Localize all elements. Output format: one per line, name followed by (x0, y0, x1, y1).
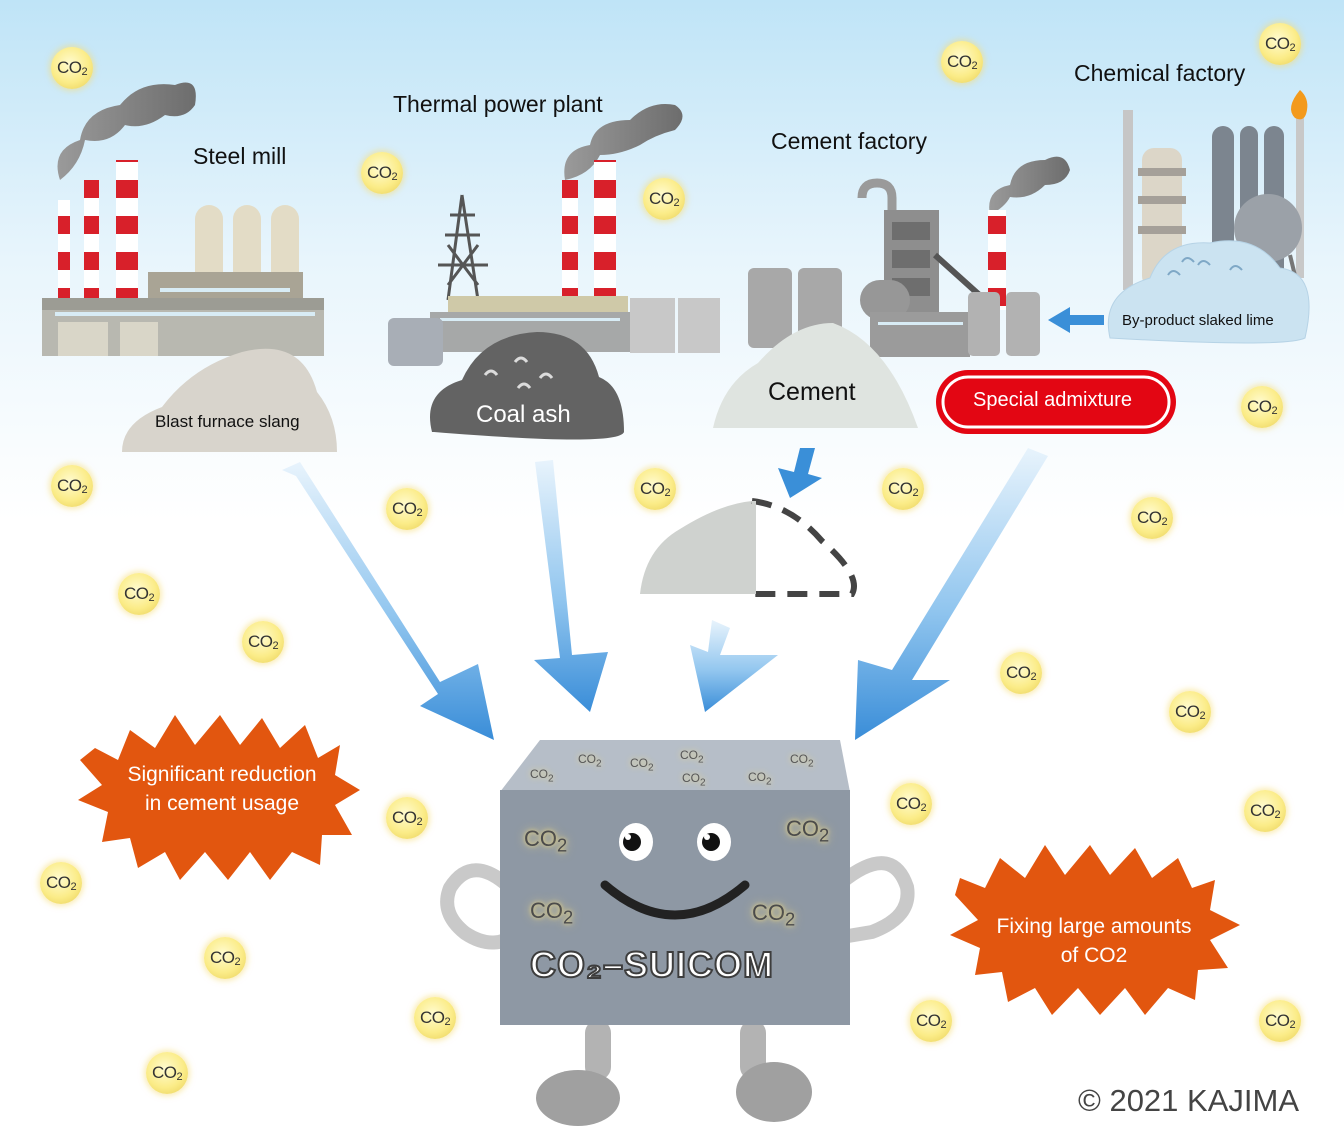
co2-bubble: CO2 (941, 41, 983, 83)
block-top-face (500, 740, 850, 792)
thermal-power-plant-illustration (388, 104, 720, 366)
cement-label: Cement (768, 378, 856, 406)
top-co2-mark: CO2 (578, 752, 602, 770)
mascot-smile (600, 880, 750, 920)
co2-bubble: CO2 (1169, 691, 1211, 733)
co2-bubble: CO2 (118, 573, 160, 615)
mascot-left-arm (440, 863, 527, 950)
top-co2-mark: CO2 (790, 752, 814, 770)
top-co2-mark: CO2 (748, 770, 772, 788)
cement-factory-label: Cement factory (771, 128, 927, 154)
special-admixture-badge (936, 370, 1176, 434)
co2-bubble: CO2 (1000, 652, 1042, 694)
co2-bubble: CO2 (1131, 497, 1173, 539)
co2-bubble: CO2 (386, 488, 428, 530)
co2-bubble: CO2 (882, 468, 924, 510)
co2-bubble: CO2 (910, 1000, 952, 1042)
co2-bubble: CO2 (634, 468, 676, 510)
arrow-cement-to-half (778, 448, 822, 498)
co2-bubble: CO2 (643, 178, 685, 220)
reduced-cement-pile (640, 501, 752, 594)
top-co2-mark: CO2 (680, 748, 704, 766)
copyright-text: © 2021 KAJIMA (1078, 1083, 1299, 1118)
cement-pile (713, 323, 918, 428)
slaked-lime-pile (1107, 240, 1310, 344)
reduction-benefit-text: Significant reduction in cement usage (112, 760, 332, 818)
steel-mill-illustration (42, 82, 324, 356)
co2-bubble: CO2 (1259, 23, 1301, 65)
block-front-face (500, 790, 850, 1025)
arrow-admixture-to-block (855, 448, 1048, 740)
co2-bubble: CO2 (361, 152, 403, 194)
arrow-half-to-block (690, 620, 778, 712)
co2-bubble: CO2 (204, 937, 246, 979)
reduction-burst (78, 715, 360, 880)
steel-mill-label: Steel mill (193, 143, 287, 169)
front-co2-mark: CO2 (752, 900, 796, 930)
reduction-line-2: in cement usage (144, 792, 300, 815)
co2-bubble: CO2 (40, 862, 82, 904)
co2-bubble: CO2 (51, 465, 93, 507)
cement-factory-illustration (748, 156, 1070, 357)
co2-bubble: CO2 (242, 621, 284, 663)
top-co2-mark: CO2 (682, 771, 706, 789)
front-co2-mark: CO2 (530, 898, 574, 928)
mascot-right-foot (736, 1062, 812, 1122)
chemical-factory-label: Chemical factory (1074, 60, 1246, 86)
co2-bubble: CO2 (146, 1052, 188, 1094)
top-co2-mark: CO2 (530, 767, 554, 785)
mascot-right-arm (835, 856, 915, 944)
fixing-burst (950, 845, 1240, 1015)
mascot-left-foot (536, 1070, 620, 1126)
front-co2-mark: CO2 (524, 826, 568, 856)
fixing-line-1: Fixing large amounts (996, 915, 1192, 938)
special-admixture-label: Special admixture (973, 389, 1132, 411)
fixing-line-2: of CO2 (1060, 944, 1128, 967)
thermal-power-plant-label: Thermal power plant (393, 91, 603, 117)
co2-bubble: CO2 (386, 797, 428, 839)
co2-bubble: CO2 (890, 783, 932, 825)
co2-bubble: CO2 (51, 47, 93, 89)
fixing-benefit-text: Fixing large amounts of CO2 (976, 912, 1212, 970)
co2-bubble: CO2 (1241, 386, 1283, 428)
blast-furnace-slag-label: Blast furnace slang (155, 412, 300, 431)
front-co2-mark: CO2 (786, 816, 830, 846)
coal-ash-label: Coal ash (476, 401, 571, 428)
co2-bubble: CO2 (414, 997, 456, 1039)
co2-bubble: CO2 (1259, 1000, 1301, 1042)
blast-furnace-slag-pile (122, 348, 337, 452)
lime-to-cement-arrow (1048, 307, 1104, 333)
byproduct-slaked-lime-label: By-product slaked lime (1122, 312, 1274, 329)
arrow-coalash-to-block (534, 460, 608, 712)
co2-bubble: CO2 (1244, 790, 1286, 832)
reduction-line-1: Significant reduction (127, 763, 317, 786)
product-name-label: CO₂–SUICOM (529, 943, 775, 986)
top-co2-mark: CO2 (630, 756, 654, 774)
arrow-slag-to-block (282, 462, 494, 740)
